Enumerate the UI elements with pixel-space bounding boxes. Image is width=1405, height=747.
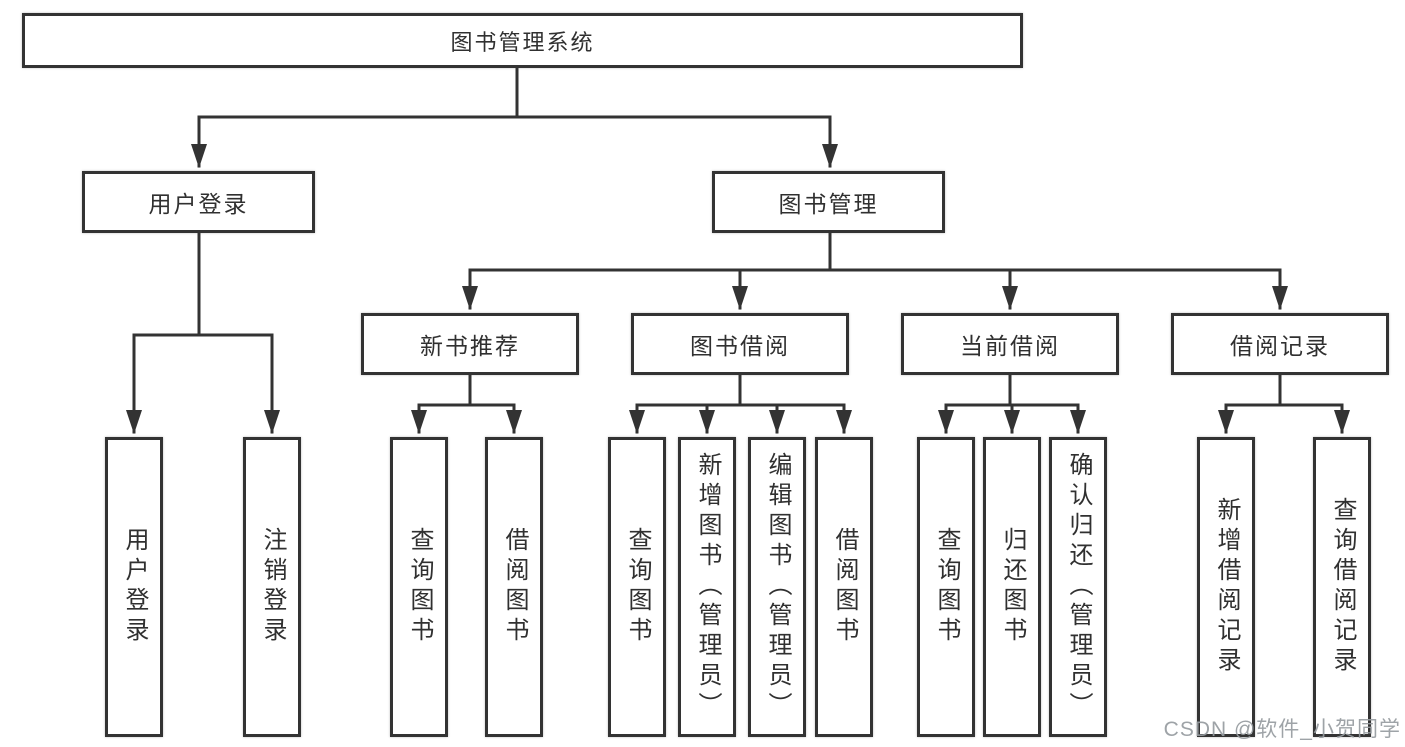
node-label: 借阅图书 [831,527,858,647]
node-label: 用户登录 [121,527,148,647]
node-label: 当前借阅 [960,333,1060,359]
node-label: 图书借阅 [690,333,790,359]
node-label: 确认归还（管理员） [1065,452,1092,722]
node-label: 新增图书（管理员） [694,452,721,722]
node-new-book-recommend: 新书推荐 [361,313,579,375]
node-br-add-record: 新增借阅记录 [1197,437,1255,737]
node-cb-confirm-return-admin: 确认归还（管理员） [1049,437,1107,737]
node-label: 归还图书 [999,527,1026,647]
node-library-system: 图书管理系统 [22,13,1023,68]
node-current-borrow: 当前借阅 [901,313,1119,375]
node-label: 新书推荐 [420,333,520,359]
node-cb-query-book: 查询图书 [917,437,975,737]
node-bb-borrow-book: 借阅图书 [815,437,873,737]
node-bb-add-book-admin: 新增图书（管理员） [678,437,736,737]
node-label: 查询图书 [406,527,433,647]
node-cb-return-book: 归还图书 [983,437,1041,737]
node-rec-query-book: 查询图书 [390,437,448,737]
node-label: 查询图书 [933,527,960,647]
node-bb-edit-book-admin: 编辑图书（管理员） [748,437,806,737]
node-label: 查询图书 [624,527,651,647]
node-br-query-record: 查询借阅记录 [1313,437,1371,737]
node-label: 图书管理 [778,191,879,217]
node-bb-query-book: 查询图书 [608,437,666,737]
node-book-borrow: 图书借阅 [631,313,849,375]
watermark: CSDN @软件_小贺同学 [1163,718,1401,741]
node-label: 新增借阅记录 [1213,497,1240,677]
node-label: 用户登录 [148,191,249,217]
node-label: 注销登录 [259,527,286,647]
node-book-management: 图书管理 [712,171,945,233]
node-rec-borrow-book: 借阅图书 [485,437,543,737]
node-label: 借阅记录 [1230,333,1330,359]
node-label: 借阅图书 [501,527,528,647]
node-label: 编辑图书（管理员） [764,452,791,722]
node-user-login: 用户登录 [82,171,315,233]
node-leaf-user-login: 用户登录 [105,437,163,737]
node-leaf-logout: 注销登录 [243,437,301,737]
node-borrow-records: 借阅记录 [1171,313,1389,375]
node-label: 图书管理系统 [450,29,595,55]
node-label: 查询借阅记录 [1329,497,1356,677]
